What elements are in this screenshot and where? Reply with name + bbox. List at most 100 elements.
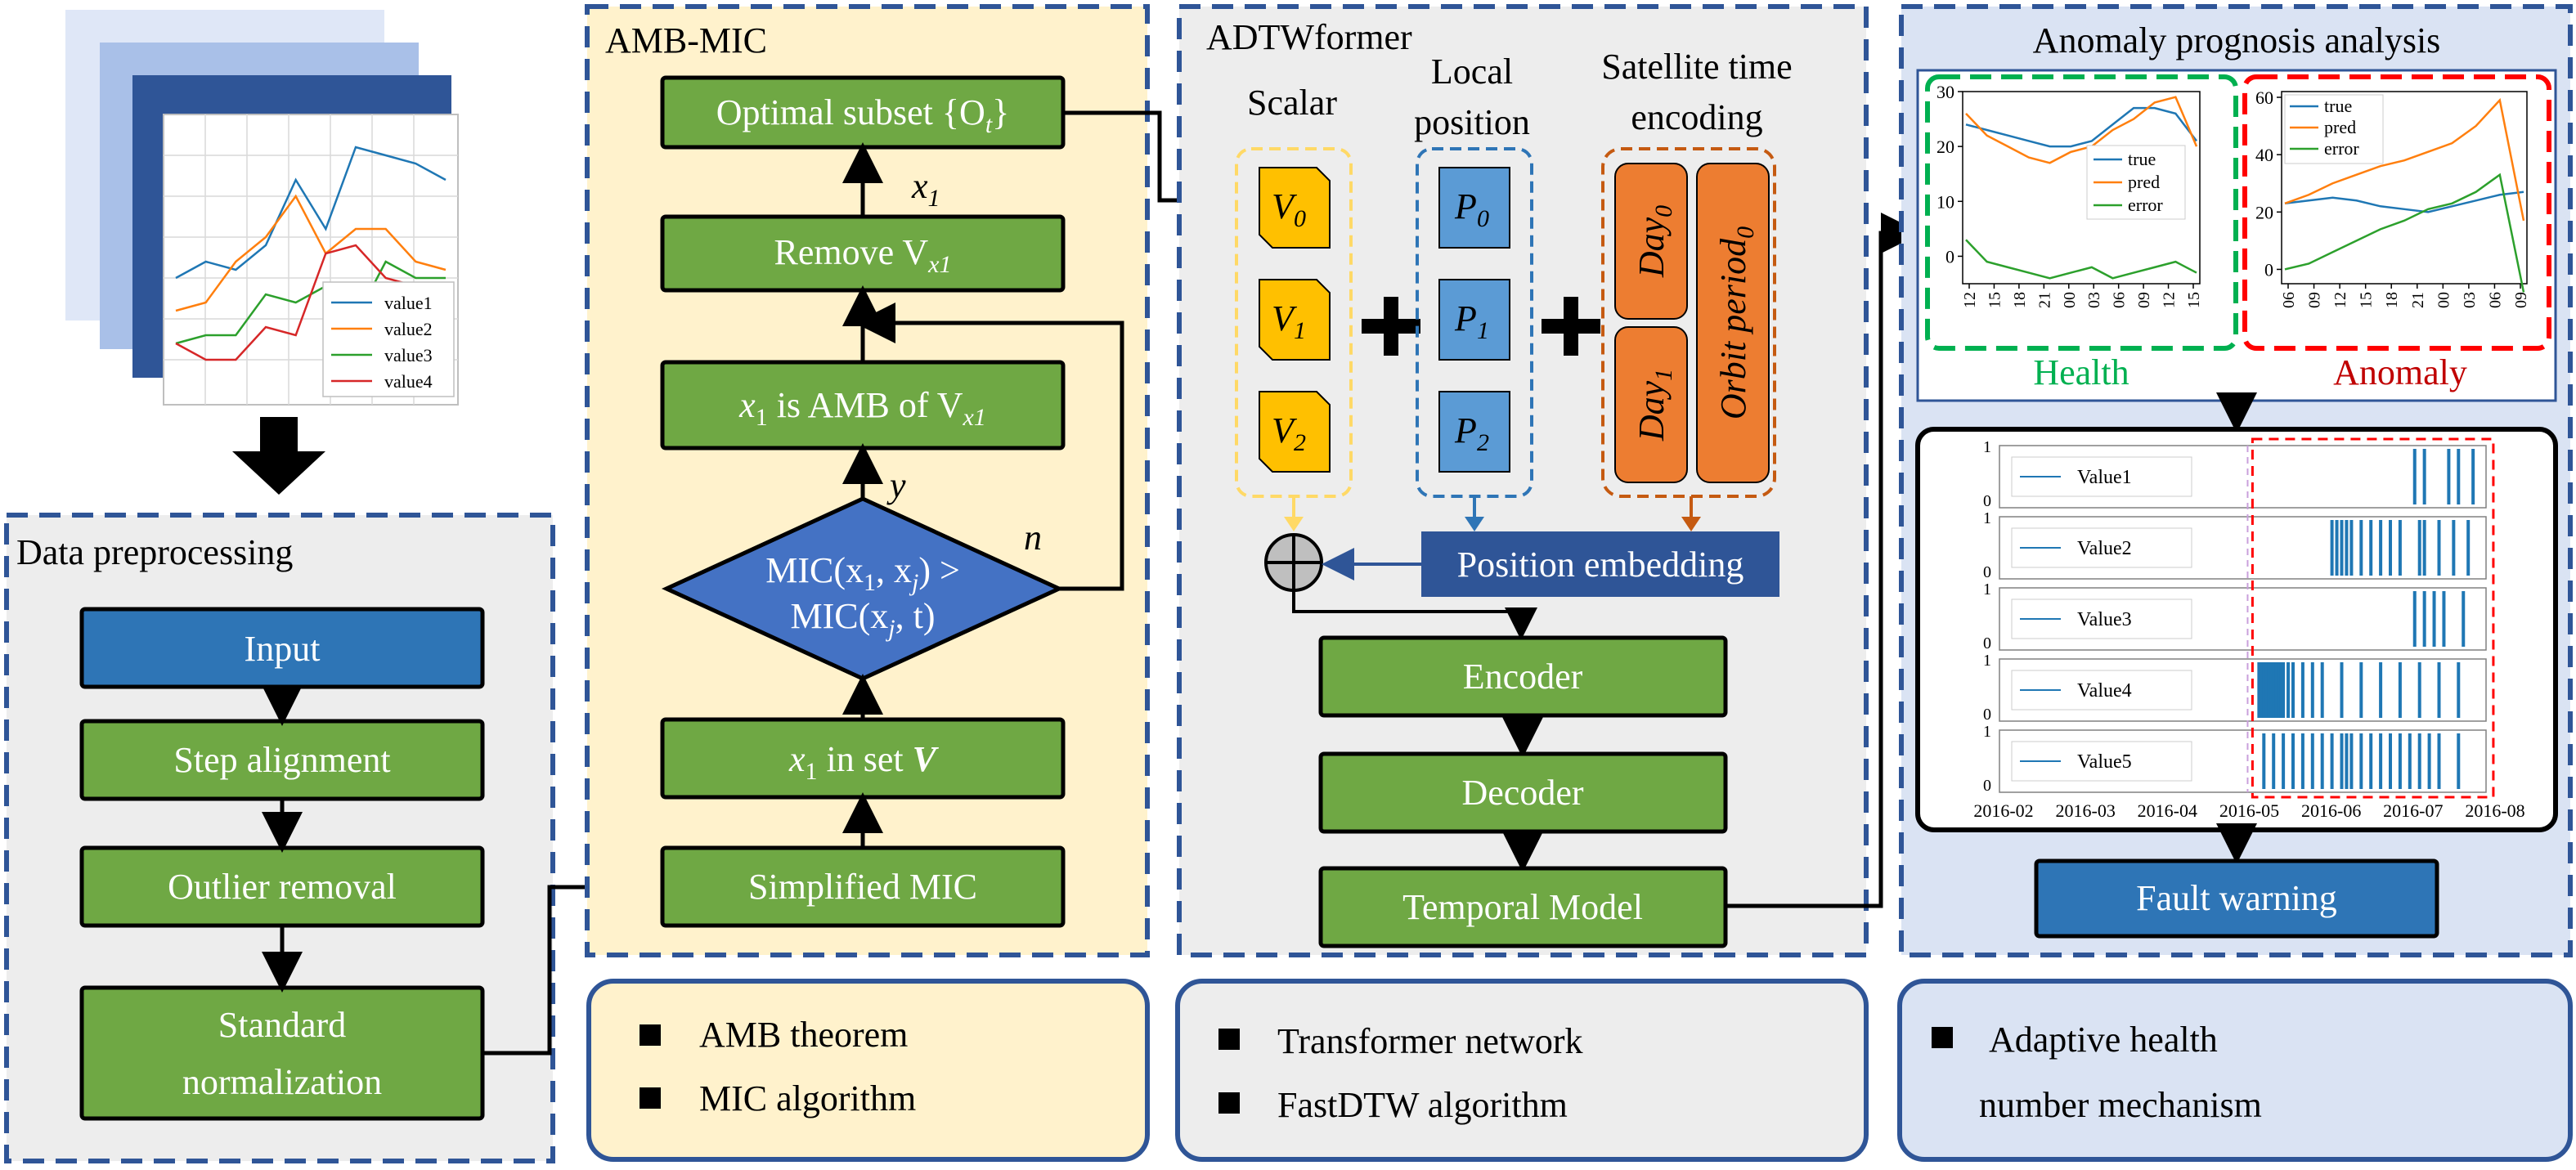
strip-spike xyxy=(2398,662,2402,718)
x-tick-label: 00 xyxy=(2435,292,2453,308)
strip-legend-label: Value5 xyxy=(2077,751,2132,773)
scalar-card-label: V0 xyxy=(1272,186,1306,232)
local-label-2: position xyxy=(1414,102,1530,142)
position-card-0 xyxy=(1438,167,1510,249)
orbit-period-card xyxy=(1696,163,1770,483)
n-label: n xyxy=(1024,518,1042,558)
add-circle-icon xyxy=(1264,533,1323,592)
day1-label: Day1 xyxy=(1631,369,1677,442)
strip-x-tick-label: 2016-04 xyxy=(2138,800,2197,821)
y-tick-label: 40 xyxy=(2255,145,2273,165)
simplified-mic-label: Simplified MIC xyxy=(748,867,977,907)
amb-mic-title: AMB-MIC xyxy=(605,20,767,61)
strip-y-tick: 0 xyxy=(1983,777,1991,795)
legend-label: error xyxy=(2128,195,2163,215)
legend-anomaly: Adaptive health number mechanism xyxy=(1897,979,2573,1162)
strip-x-tick-label: 2016-05 xyxy=(2219,800,2279,821)
strip-spike xyxy=(2437,662,2441,718)
connector-to-anomaly xyxy=(1726,213,1922,908)
temporal-model-label: Temporal Model xyxy=(1402,887,1643,927)
strip-spike xyxy=(2359,733,2363,789)
strip-spike xyxy=(2369,520,2373,576)
strip-spike xyxy=(2379,520,2383,576)
strip-spike xyxy=(2417,662,2421,718)
anomaly-window xyxy=(2251,437,2495,799)
input-label: Input xyxy=(245,629,321,669)
optimal-subset-label: Optimal subset {Ot} xyxy=(716,92,1010,138)
strip-spike xyxy=(2437,520,2441,576)
sat-label-2: encoding xyxy=(1631,97,1762,137)
strip-spike xyxy=(2310,662,2314,718)
x-tick-label: 15 xyxy=(1986,292,2004,308)
y-tick-label: 10 xyxy=(1936,191,1954,212)
strip-spike xyxy=(2345,520,2349,576)
strip-spike xyxy=(2359,520,2363,576)
x-tick-label: 18 xyxy=(2011,292,2029,308)
legend-amb: AMB theorem MIC algorithm xyxy=(586,979,1150,1162)
sheet-legend xyxy=(322,281,455,397)
strip-spike xyxy=(2398,733,2402,789)
big-down-arrow xyxy=(232,417,325,495)
strip-spike xyxy=(2300,733,2304,789)
strip-spike xyxy=(2408,733,2412,789)
strip-spike xyxy=(2340,520,2344,576)
strip-spike xyxy=(2422,591,2426,647)
strip-legend-label: Value1 xyxy=(2077,467,2132,488)
strip-spike xyxy=(2274,662,2278,718)
anomaly-title: Anomaly prognosis analysis xyxy=(2033,20,2441,61)
series-pred xyxy=(1965,96,2198,164)
strip-spike xyxy=(2432,591,2436,647)
x-tick-label: 06 xyxy=(2280,292,2298,308)
strip-spike xyxy=(2267,662,2271,718)
strip-spike xyxy=(2349,733,2354,789)
strip-spike xyxy=(2287,662,2291,718)
fault-warning-box xyxy=(2034,858,2439,939)
anomaly-label: Anomaly xyxy=(2333,352,2467,392)
strip-x-tick-label: 2016-06 xyxy=(2301,800,2361,821)
strip-x-tick-label: 2016-08 xyxy=(2465,800,2524,821)
mic-line1: MIC(x1, xj) > xyxy=(765,550,960,596)
legend-amb-item-2: MIC algorithm xyxy=(699,1078,916,1118)
sheet-series-value1 xyxy=(175,146,447,280)
strip-spike xyxy=(2291,662,2295,718)
strip-spike xyxy=(2300,662,2304,718)
strip-spike xyxy=(2379,733,2383,789)
x-tick-label: 21 xyxy=(2409,292,2427,308)
strip-spike xyxy=(2457,449,2461,504)
day1-card xyxy=(1614,326,1688,483)
sheet-legend-label: value4 xyxy=(384,371,433,392)
strip-spike xyxy=(2398,520,2402,576)
strip-spike xyxy=(2279,662,2283,718)
strip-spike xyxy=(2389,520,2392,576)
series-true xyxy=(1965,106,2197,148)
strip-spike xyxy=(2340,733,2344,789)
strip-spike xyxy=(2269,662,2273,718)
strip-spike xyxy=(2262,733,2266,789)
legend-label: true xyxy=(2128,149,2156,169)
position-card-label: P0 xyxy=(1454,186,1489,232)
strip-spike xyxy=(2452,520,2456,576)
strip-y-tick: 1 xyxy=(1983,723,1991,741)
strip-spike xyxy=(2310,733,2314,789)
strip-spike xyxy=(2345,733,2349,789)
x-tick-label: 15 xyxy=(2358,292,2376,308)
scalar-card-0 xyxy=(1259,167,1331,249)
position-embedding-label: Position embedding xyxy=(1457,545,1744,585)
position-card-label: P1 xyxy=(1454,298,1489,344)
strip-spike xyxy=(2330,520,2334,576)
legend-anomaly-item-2: number mechanism xyxy=(1979,1085,2262,1125)
strip-legend-label: Value3 xyxy=(2077,609,2132,630)
x-tick-label: 00 xyxy=(2061,292,2079,308)
series-error xyxy=(1965,239,2197,280)
strip-y-tick: 0 xyxy=(1983,706,1991,724)
strip-spike xyxy=(2417,733,2421,789)
strip-spike xyxy=(2320,662,2324,718)
strip-spike xyxy=(2264,662,2269,718)
legend-label: pred xyxy=(2128,172,2160,192)
y-tick-label: 0 xyxy=(2264,259,2273,280)
series-true xyxy=(2284,191,2524,213)
sat-label-1: Satellite time xyxy=(1601,47,1792,87)
